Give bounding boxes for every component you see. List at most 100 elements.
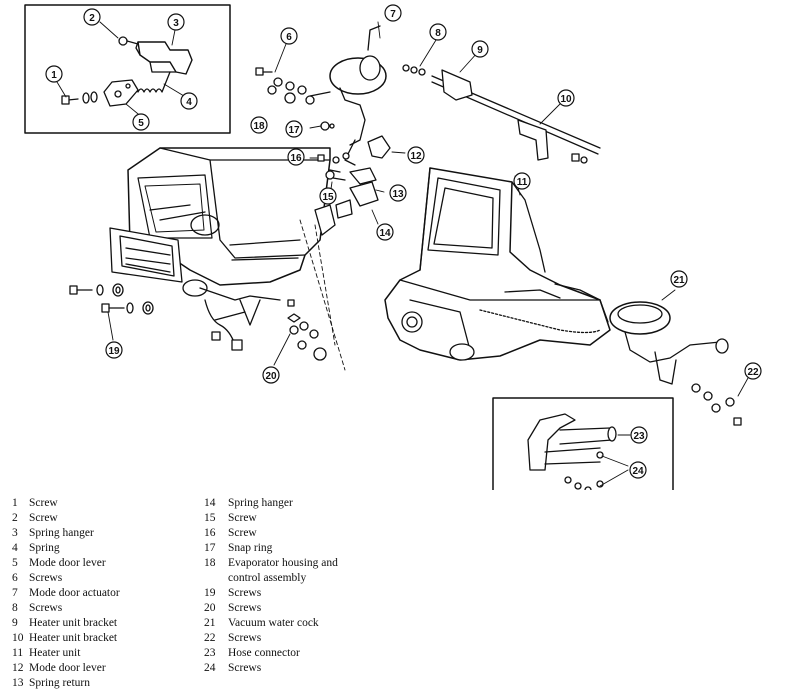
callout-number: 7 xyxy=(390,9,396,20)
callout-14: 14 xyxy=(376,223,394,241)
heater-unit-brackets xyxy=(402,39,601,164)
callout-number: 24 xyxy=(632,466,644,477)
callout-20: 20 xyxy=(262,366,280,384)
callout-21: 21 xyxy=(670,270,688,288)
legend-number: 17 xyxy=(204,542,216,554)
callout-15: 15 xyxy=(319,187,337,205)
legend-label: Mode door lever xyxy=(29,557,106,569)
legend-item: 5 Mode door lever xyxy=(12,556,192,571)
legend-label: control assembly xyxy=(228,572,307,584)
legend-number: 16 xyxy=(204,527,216,539)
legend-number: 1 xyxy=(12,497,18,509)
screws-19 xyxy=(69,283,154,341)
legend-number: 2 xyxy=(12,512,18,524)
exploded-view-diagram: 1 2 3 4 5 6 7 8 9 10 11 12 13 14 15 16 1… xyxy=(24,4,762,490)
callout-number: 1 xyxy=(51,70,57,81)
callout-number: 3 xyxy=(173,18,179,29)
callout-2: 2 xyxy=(83,8,101,26)
legend-number: 15 xyxy=(204,512,216,524)
callout-22: 22 xyxy=(744,362,762,380)
callout-10: 10 xyxy=(557,89,575,107)
callout-number: 23 xyxy=(633,431,645,442)
callout-8: 8 xyxy=(429,23,447,41)
callout-23: 23 xyxy=(630,426,648,444)
callout-16: 16 xyxy=(287,148,305,166)
legend-item: 17 Snap ring xyxy=(204,541,394,556)
callout-12: 12 xyxy=(407,146,425,164)
callout-24: 24 xyxy=(629,461,647,479)
legend-number: 13 xyxy=(12,677,24,689)
legend-number: 19 xyxy=(204,587,216,599)
legend-label: Hose connector xyxy=(228,647,300,659)
callout-18: 18 xyxy=(250,116,268,134)
callout-number: 10 xyxy=(560,94,572,105)
evaporator-housing xyxy=(109,147,353,371)
legend-item: 2 Screw xyxy=(12,511,192,526)
callout-17: 17 xyxy=(285,120,303,138)
legend-number: 5 xyxy=(12,557,18,569)
callout-3: 3 xyxy=(167,13,185,31)
legend-label: Mode door actuator xyxy=(29,587,120,599)
screws-6 xyxy=(255,43,315,105)
heater-unit xyxy=(384,167,611,361)
legend-number: 18 xyxy=(204,557,216,569)
callout-6: 6 xyxy=(280,27,298,45)
callout-5: 5 xyxy=(132,113,150,131)
legend-item: 18 Evaporator housing and xyxy=(204,556,394,571)
callout-number: 18 xyxy=(253,121,265,132)
callout-number: 15 xyxy=(322,192,334,203)
legend-item: 15 Screw xyxy=(204,511,394,526)
legend-number: 4 xyxy=(12,542,18,554)
legend-number: 9 xyxy=(12,617,18,629)
callout-number: 20 xyxy=(265,371,277,382)
legend-number: 8 xyxy=(12,602,18,614)
callout-number: 17 xyxy=(288,125,300,136)
callout-number: 13 xyxy=(392,189,404,200)
callout-number: 5 xyxy=(138,118,144,129)
legend-item-continuation: control assembly xyxy=(204,571,394,586)
legend-label: Heater unit bracket xyxy=(29,632,118,644)
callout-number: 2 xyxy=(89,13,95,24)
legend-label: Snap ring xyxy=(228,542,273,554)
callout-number: 8 xyxy=(435,28,441,39)
legend-label: Mode door lever xyxy=(29,662,106,674)
callout-4: 4 xyxy=(180,92,198,110)
legend-label: Screw xyxy=(228,512,257,524)
legend-label: Screws xyxy=(228,602,262,614)
legend-label: Screws xyxy=(29,572,63,584)
callout-number: 19 xyxy=(108,346,120,357)
legend-number: 23 xyxy=(204,647,216,659)
legend-label: Screw xyxy=(29,512,58,524)
legend-number: 24 xyxy=(204,662,216,674)
callout-13: 13 xyxy=(389,184,407,202)
legend-label: Heater unit xyxy=(29,647,81,659)
mode-door-actuator xyxy=(309,21,387,166)
callout-9: 9 xyxy=(471,40,489,58)
inset-spring-lever-detail xyxy=(24,4,231,134)
callout-number: 6 xyxy=(286,32,292,43)
legend-number: 21 xyxy=(204,617,216,629)
mode-door-lever-parts xyxy=(309,121,406,225)
legend-item: 23 Hose connector xyxy=(204,646,394,661)
legend-label: Evaporator housing and xyxy=(228,557,338,569)
screws-22 xyxy=(691,377,749,426)
legend-label: Screws xyxy=(228,632,262,644)
legend-number: 14 xyxy=(204,497,216,509)
callout-number: 14 xyxy=(379,228,391,239)
callout-7: 7 xyxy=(384,4,402,22)
